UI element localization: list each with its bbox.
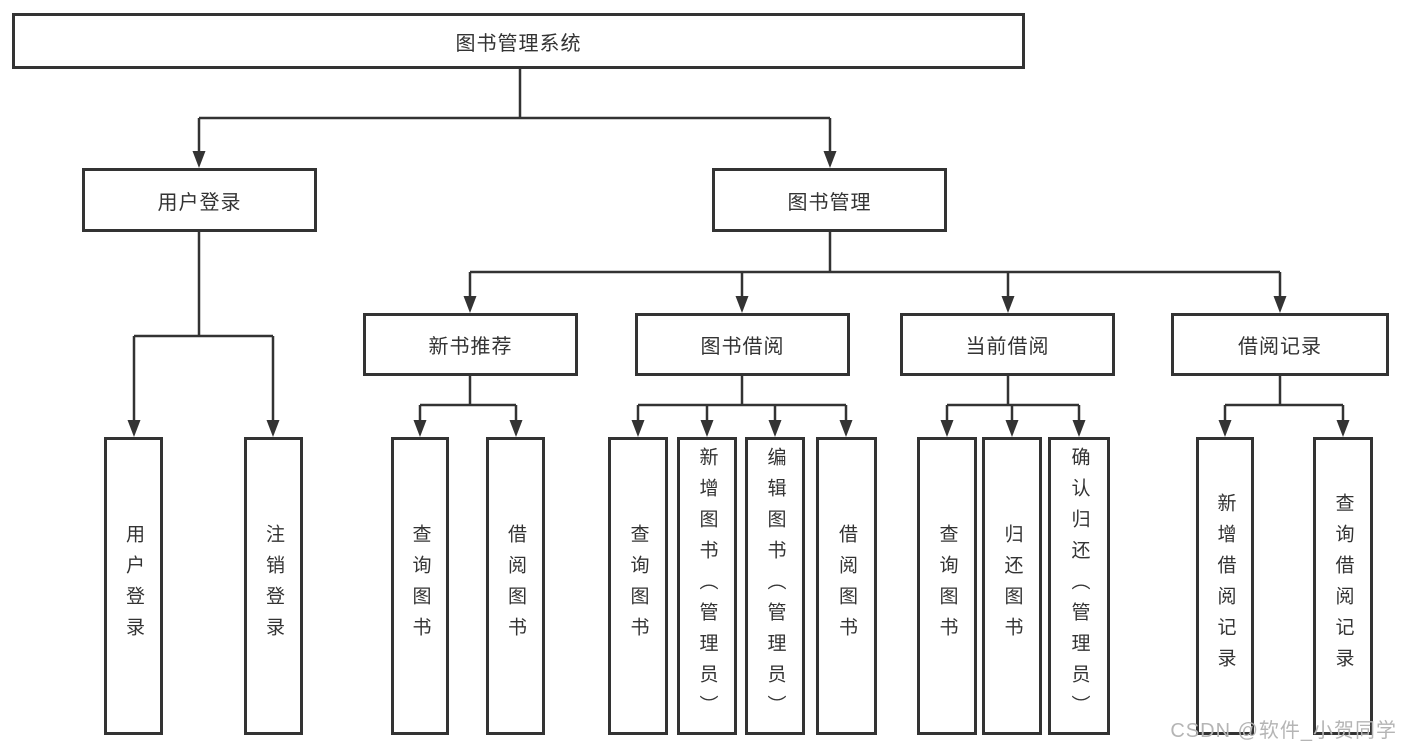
leaf-user-login: 用户登录 <box>104 437 163 735</box>
node-label: 归还图书 <box>1001 524 1023 648</box>
leaf-logout: 注销登录 <box>244 437 303 735</box>
node-label: 借阅记录 <box>1238 336 1322 358</box>
leaf-records-add-borrow-record: 新增借阅记录 <box>1196 437 1254 735</box>
leaf-borrowing-borrow-books: 借阅图书 <box>816 437 877 735</box>
leaf-current-confirm-return-admin: 确认归还（管理员） <box>1048 437 1110 735</box>
leaf-borrowing-edit-books-admin: 编辑图书（管理员） <box>745 437 805 735</box>
node-book-borrowing: 图书借阅 <box>635 313 850 376</box>
node-label: 借阅图书 <box>836 524 857 648</box>
node-label: 编辑图书（管理员） <box>764 446 786 726</box>
connector-paths <box>132 68 1345 422</box>
node-label: 用户登录 <box>157 191 242 214</box>
leaf-borrowing-query-books: 查询图书 <box>608 437 668 735</box>
node-label: 确认归还（管理员） <box>1068 446 1090 726</box>
node-label: 注销登录 <box>263 524 284 648</box>
node-label: 新书推荐 <box>428 336 513 358</box>
node-label: 查询借阅记录 <box>1332 493 1354 679</box>
node-label: 查询图书 <box>936 524 958 648</box>
leaf-recommend-borrow-books: 借阅图书 <box>486 437 545 735</box>
leaf-current-return-books: 归还图书 <box>982 437 1042 735</box>
node-library-management-system: 图书管理系统 <box>12 13 1025 69</box>
leaf-current-query-books: 查询图书 <box>917 437 977 735</box>
arrowheads <box>127 151 1350 437</box>
node-user-login: 用户登录 <box>82 168 317 232</box>
node-label: 新增图书（管理员） <box>696 446 718 726</box>
leaf-recommend-query-books: 查询图书 <box>391 437 449 735</box>
leaf-records-query-borrow-record: 查询借阅记录 <box>1313 437 1373 735</box>
leaf-borrowing-add-books-admin: 新增图书（管理员） <box>677 437 737 735</box>
node-label: 图书借阅 <box>700 336 785 358</box>
node-label: 当前借阅 <box>965 336 1050 358</box>
node-borrowing-records: 借阅记录 <box>1171 313 1389 376</box>
node-current-borrowing: 当前借阅 <box>900 313 1115 376</box>
node-label: 用户登录 <box>123 524 144 648</box>
node-book-management: 图书管理 <box>712 168 947 232</box>
node-label: 图书管理系统 <box>455 32 582 55</box>
node-new-book-recommendation: 新书推荐 <box>363 313 578 376</box>
node-label: 查询图书 <box>409 524 431 648</box>
csdn-watermark: CSDN @软件_小贺同学 <box>1170 720 1397 742</box>
node-label: 新增借阅记录 <box>1214 493 1236 679</box>
node-label: 查询图书 <box>627 524 649 648</box>
node-label: 图书管理 <box>787 191 872 214</box>
node-label: 借阅图书 <box>505 524 526 648</box>
